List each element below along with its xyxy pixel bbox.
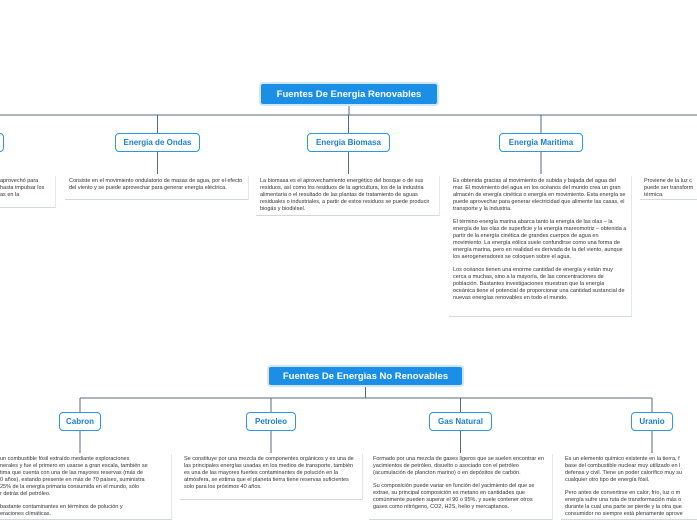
- topic-petroleo[interactable]: Petroleo: [246, 412, 296, 431]
- note-energia-biomasa: La biomasa es el aprovechamiento energét…: [256, 176, 440, 216]
- topic-uranio[interactable]: Uranio: [631, 412, 673, 431]
- note-paragraph: La biomasa es el aprovechamiento energét…: [260, 178, 430, 212]
- note-paragraph: Los océanos tienen una enorme cantidad d…: [453, 267, 625, 301]
- root-topic-renovables[interactable]: Fuentes De Energia Renovables: [259, 82, 439, 106]
- note-solar: aprovechó para hasta impulsar los as en …: [0, 176, 56, 208]
- note-paragraph: bastante contaminantes en términos de po…: [0, 504, 123, 517]
- note-paragraph: Consiste en el movimiento ondulatorio de…: [69, 178, 243, 191]
- topic-energia-de-ondas[interactable]: Energia de Ondas: [115, 133, 200, 152]
- note-paragraph: Pero antes de convertirse en calor, frío…: [565, 490, 683, 517]
- root-topic-no-renovables[interactable]: Fuentes De Energias No Renovables: [267, 365, 464, 387]
- note-carbon: un combustible fósil extraído mediante e…: [0, 454, 172, 520]
- note-paragraph: Proviene de la luz c puede ser transform…: [644, 178, 694, 198]
- topic-gas-natural[interactable]: Gas Natural: [429, 412, 492, 431]
- note-paragraph: Se constituye por una mezcla de componen…: [184, 456, 354, 490]
- note-energia-de-ondas: Consiste en el movimiento ondulatorio de…: [65, 176, 249, 200]
- note-petroleo: Se constituye por una mezcla de componen…: [180, 454, 363, 500]
- note-paragraph: Su composición puede variar en función d…: [373, 483, 535, 510]
- note-paragraph: El término energía marina abarca tanto l…: [453, 219, 627, 260]
- note-paragraph: Es un elemento químico existente en la t…: [565, 456, 683, 483]
- note-energia-solar-partial: Proviene de la luz c puede ser transform…: [640, 176, 697, 200]
- note-uranio: Es un elemento químico existente en la t…: [561, 454, 697, 520]
- note-paragraph: un combustible fósil extraído mediante e…: [0, 456, 148, 497]
- note-paragraph: aprovechó para hasta impulsar los as en …: [0, 178, 45, 198]
- note-gas-natural: Formado por una mezcla de gases ligeros …: [369, 454, 553, 520]
- note-paragraph: Es obtenida gracias al movimiento de sub…: [453, 178, 626, 212]
- topic-energia-maritima[interactable]: Energia Maritima: [499, 133, 583, 152]
- topic-energia-biomasa[interactable]: Energia Biomasa: [307, 133, 390, 152]
- topic-solar[interactable]: [0, 133, 4, 152]
- topic-carbon[interactable]: Cabron: [59, 412, 101, 431]
- note-paragraph: Formado por una mezcla de gases ligeros …: [373, 456, 544, 476]
- note-energia-maritima: Es obtenida gracias al movimiento de sub…: [449, 176, 632, 317]
